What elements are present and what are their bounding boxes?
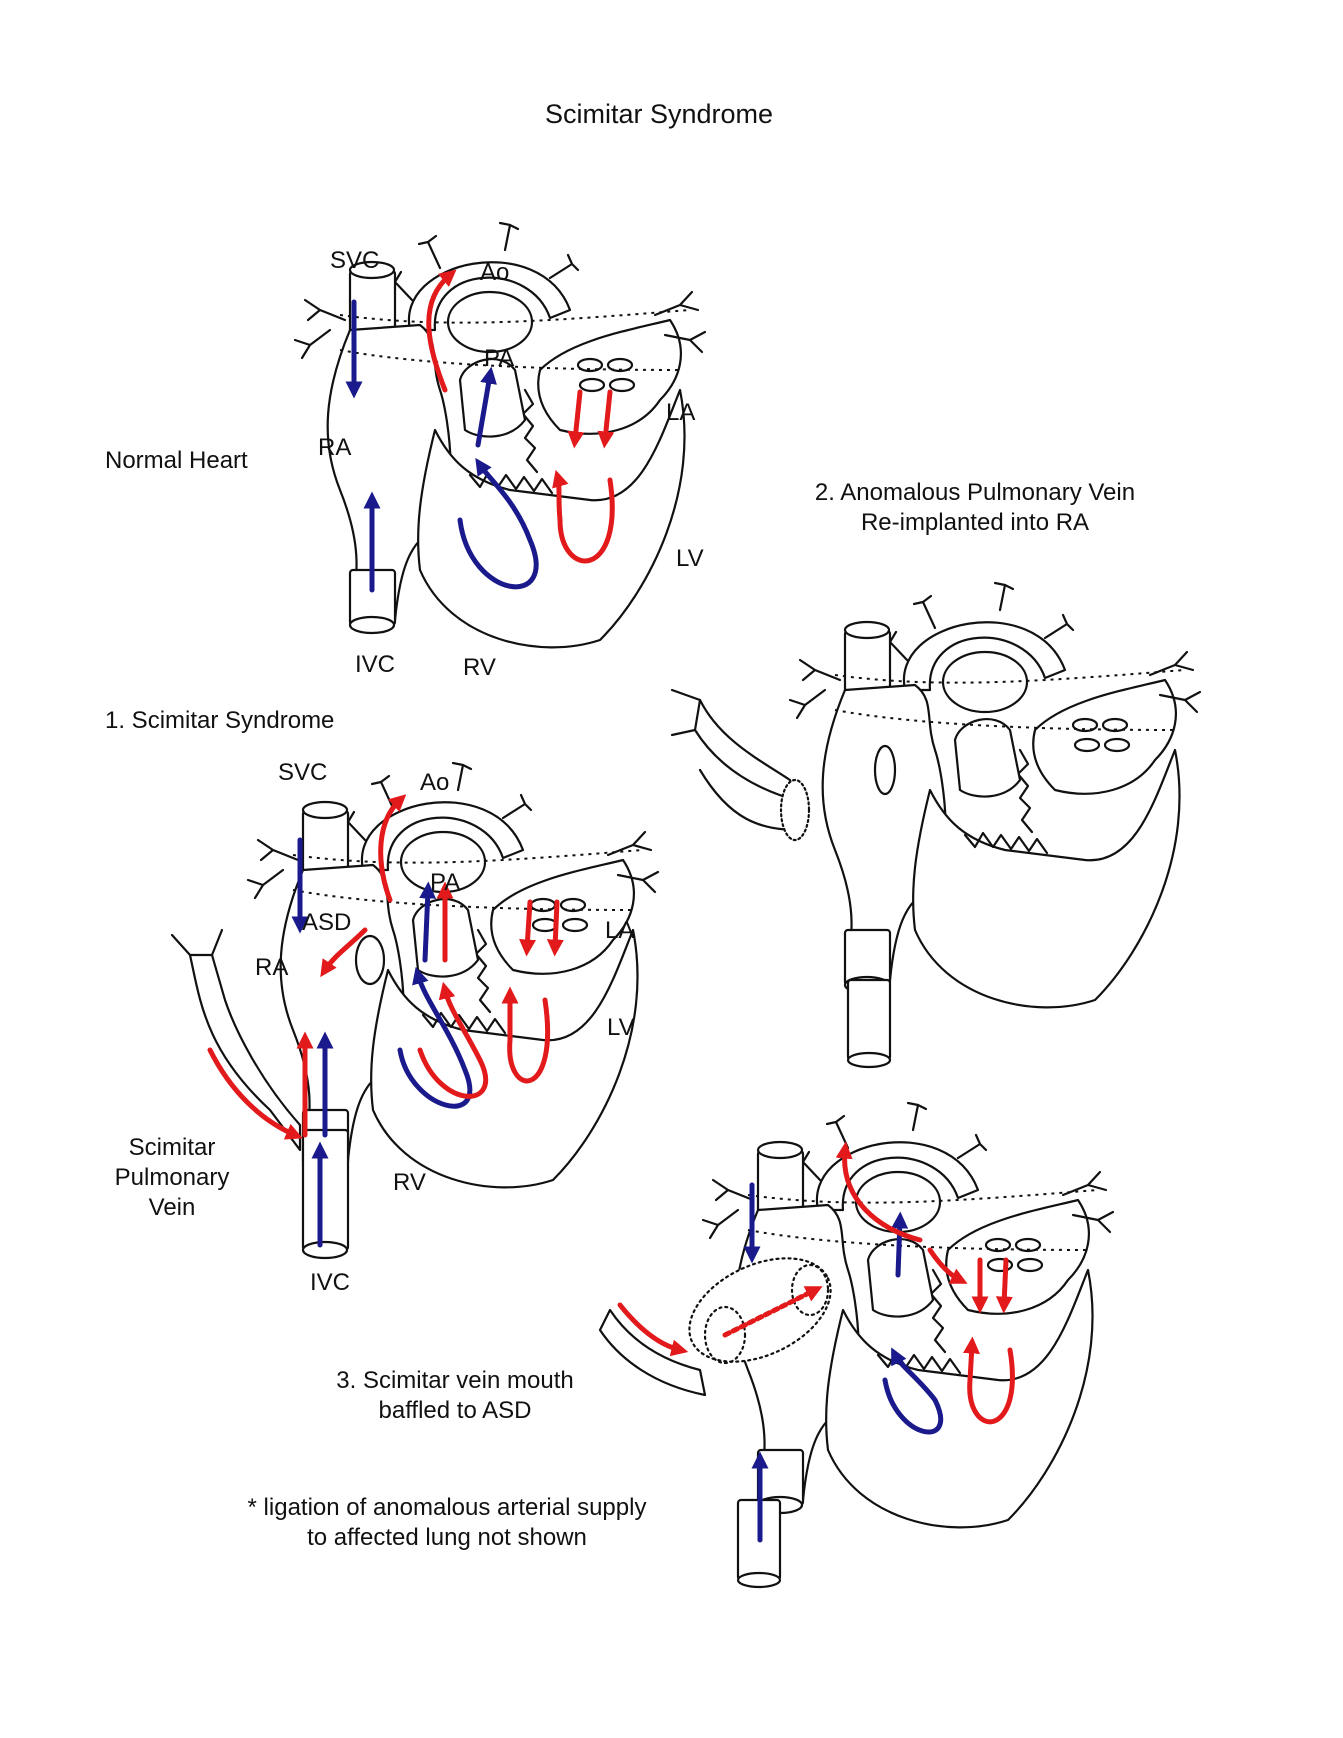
la-flow-arrow-2: [597, 389, 615, 449]
lv-flow-arrow: [963, 1336, 1015, 1425]
baffle-flow-arrow: [722, 1286, 823, 1338]
label-svc: SVC: [278, 759, 327, 786]
label-svc: SVC: [330, 247, 379, 274]
rv-flow-arrow: [397, 966, 473, 1109]
label-ao: Ao: [480, 259, 509, 286]
footnote-line-1: * ligation of anomalous arterial supply: [248, 1494, 647, 1521]
pa-flow-arrow: [475, 366, 497, 448]
asd-shunt-arrow: [320, 927, 368, 978]
la-flow-arrow-2: [995, 1257, 1013, 1314]
baffle-caption-2: baffled to ASD: [379, 1397, 532, 1424]
label-pa: PA: [430, 869, 460, 896]
rv-flow-arrow: [882, 1347, 944, 1435]
aorta-flow-arrow: [426, 269, 457, 393]
label-ivc: IVC: [355, 651, 395, 678]
label-rv: RV: [463, 654, 496, 681]
label-ao: Ao: [420, 769, 449, 796]
label-la: LA: [605, 917, 634, 944]
reimplant-caption-1: 2. Anomalous Pulmonary Vein: [815, 479, 1135, 506]
label-rv: RV: [393, 1169, 426, 1196]
normal-heart: Normal Heart SVC Ao PA LA RA LV IVC RV: [105, 221, 707, 681]
scimitar-heart: 1. Scimitar Syndrome SVC Ao PA ASD RA LA…: [105, 707, 660, 1296]
label-lv: LV: [607, 1014, 635, 1041]
rv-flow-arrow: [457, 457, 539, 590]
aorta-flow-arrow: [835, 1141, 923, 1243]
la-flow-arrow-1: [519, 899, 537, 957]
label-la: LA: [666, 399, 695, 426]
pa-blue-arrow: [419, 881, 437, 963]
lv-flow-arrow: [501, 986, 551, 1084]
label-ra: RA: [255, 954, 288, 981]
baffle-caption-1: 3. Scimitar vein mouth: [336, 1367, 573, 1394]
normal-heart-caption: Normal Heart: [105, 447, 248, 474]
page-title: Scimitar Syndrome: [545, 99, 773, 129]
label-lv: LV: [676, 545, 704, 572]
scimitar-vein-label-1: Scimitar: [129, 1134, 216, 1161]
scimitar-vein-flow: [617, 1302, 689, 1357]
scimitar-vein-label-3: Vein: [149, 1194, 196, 1221]
label-ra: RA: [318, 434, 351, 461]
scimitar-vein-label-2: Pulmonary: [115, 1164, 230, 1191]
rv-red-flow-arrow: [417, 981, 489, 1099]
footnote-line-2: to affected lung not shown: [307, 1524, 587, 1551]
baffle-heart: 3. Scimitar vein mouth baffled to ASD: [336, 1101, 1115, 1589]
label-ivc: IVC: [310, 1269, 350, 1296]
pa-flow-arrow: [891, 1211, 909, 1278]
la-flow-arrow-2: [546, 899, 564, 957]
reimplant-heart: 2. Anomalous Pulmonary Vein Re-implanted…: [670, 479, 1202, 1069]
scimitar-caption: 1. Scimitar Syndrome: [105, 707, 334, 734]
la-flow-arrow-0: [927, 1247, 968, 1284]
aorta-flow-arrow: [378, 794, 407, 903]
label-pa: PA: [484, 345, 514, 372]
reimplant-caption-2: Re-implanted into RA: [861, 509, 1089, 536]
lv-flow-arrow: [552, 469, 615, 564]
scimitar-vein-flow: [207, 1047, 303, 1140]
la-flow-arrow-1: [567, 389, 585, 449]
label-asd: ASD: [302, 909, 351, 936]
